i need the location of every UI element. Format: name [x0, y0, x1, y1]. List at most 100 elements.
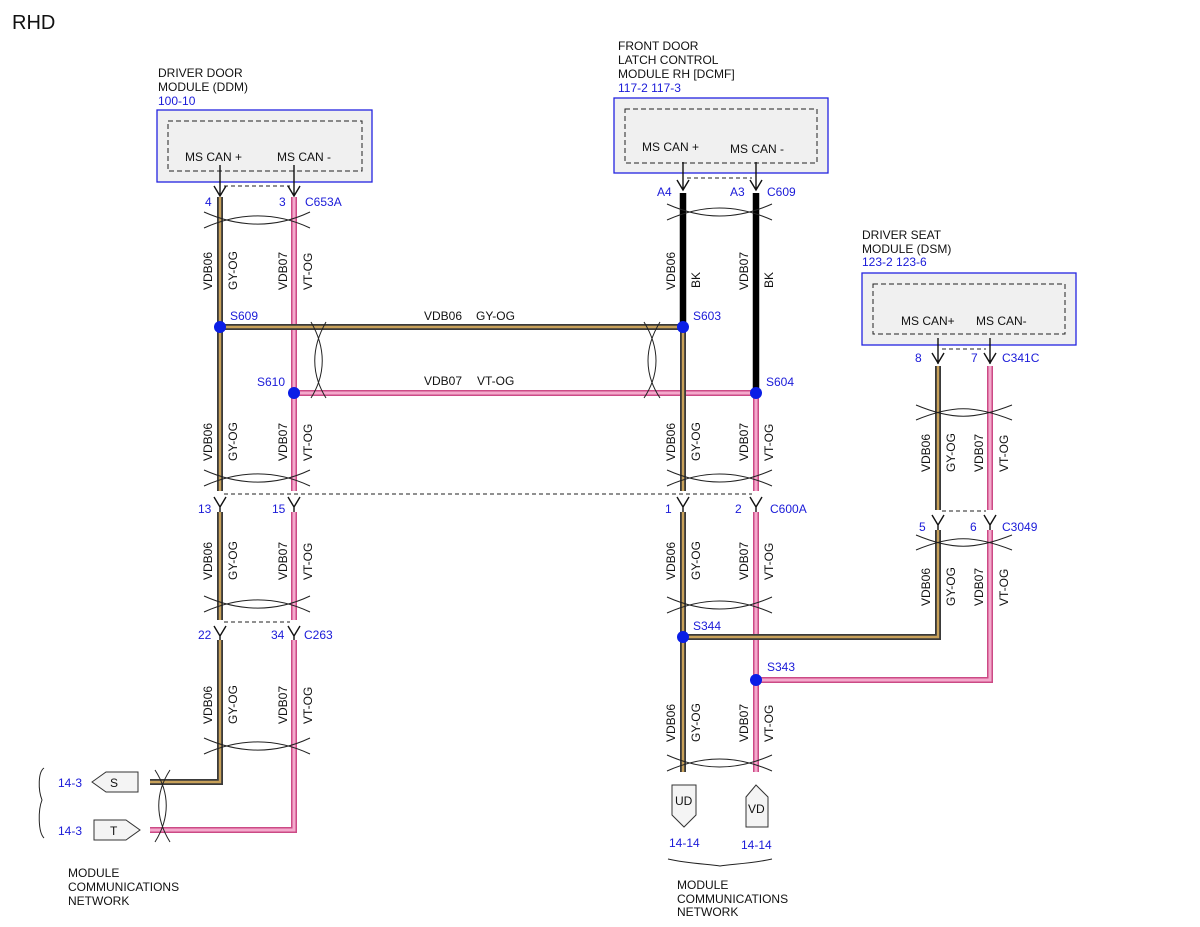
offpage-t-flag[interactable]	[93, 819, 141, 841]
vlabel-center-minus-color-4: VT-OG	[762, 705, 776, 742]
vlabel-left-plus-color-1: GY-OG	[226, 251, 240, 290]
vlabel-right-minus-color-2: VT-OG	[997, 569, 1011, 606]
dsm-inner-dash	[872, 283, 1066, 335]
dcmf-refs: 117-2 117-3	[618, 81, 681, 95]
pin-3: 3	[279, 195, 286, 209]
splice-label-s603: S603	[693, 309, 721, 323]
vlabel-center-plus-color-4: GY-OG	[689, 703, 703, 742]
vlabel-right-minus-circuit-2: VDB07	[972, 568, 986, 606]
splice-s344	[677, 631, 689, 643]
dcmf-name-line-2: LATCH CONTROL	[618, 53, 719, 67]
vlabel-left-minus-circuit-2: VDB07	[276, 423, 290, 461]
offpage-s-flag[interactable]	[91, 771, 139, 793]
splice-label-s610: S610	[257, 375, 285, 389]
right-caption-line-3: NETWORK	[677, 905, 738, 919]
splice-label-s609: S609	[230, 309, 258, 323]
dsm-box	[861, 272, 1077, 346]
left-caption-line-1: MODULE	[68, 866, 119, 880]
vlabel-left-minus-color-4: VT-OG	[301, 687, 315, 724]
connector-arrows	[213, 162, 997, 640]
offpage-vd-flag[interactable]	[745, 784, 769, 828]
ddm-pin-plus-label: MS CAN +	[185, 150, 242, 164]
vlabel-left-plus-circuit-4: VDB06	[201, 686, 215, 724]
dsm-pin-minus-label: MS CAN-	[976, 314, 1027, 328]
offpage-ud-flag[interactable]	[671, 784, 697, 828]
connector-c609: C609	[767, 185, 796, 199]
vlabel-center-minus-circuit-3: VDB07	[737, 542, 751, 580]
vlabel-left-minus-circuit-4: VDB07	[276, 686, 290, 724]
splice-s603	[677, 321, 689, 333]
pin-13: 13	[198, 502, 212, 516]
pin-34: 34	[271, 628, 285, 642]
splice-label-s343: S343	[767, 660, 795, 674]
vlabel-center-minus-circuit-1: VDB07	[737, 252, 751, 290]
vlabel-center-plus-color-3: GY-OG	[689, 541, 703, 580]
twist-symbols	[154, 203, 1013, 843]
pin-4: 4	[205, 195, 212, 209]
ddm-name-line-2: MODULE (DDM)	[158, 80, 248, 94]
connector-c600a: C600A	[770, 502, 807, 516]
dcmf-inner-dash	[624, 108, 818, 164]
ddm-refs: 100-10	[158, 94, 196, 108]
vlabel-center-minus-color-3: VT-OG	[762, 543, 776, 580]
vlabel-left-plus-circuit-1: VDB06	[201, 252, 215, 290]
offpage-ud-letter: UD	[675, 794, 693, 808]
left-brace	[38, 767, 45, 839]
vlabel-left-minus-color-2: VT-OG	[301, 424, 315, 461]
offpage-t-letter: T	[110, 824, 118, 838]
pin-a3: A3	[730, 185, 745, 199]
dcmf-pin-minus-label: MS CAN -	[730, 142, 784, 156]
vlabel-center-plus-circuit-3: VDB06	[664, 542, 678, 580]
left-caption-line-3: NETWORK	[68, 894, 129, 908]
vlabel-center-plus-circuit-1: VDB06	[664, 252, 678, 290]
mid-horizontal-circuit: VDB07	[424, 374, 462, 388]
vlabel-right-minus-circuit-1: VDB07	[972, 434, 986, 472]
ddm-box	[156, 109, 373, 183]
dsm-pin-plus-label: MS CAN+	[901, 314, 955, 328]
vlabel-center-plus-color-2: GY-OG	[689, 422, 703, 461]
dcmf-name-line-3: MODULE RH [DCMF]	[618, 67, 735, 81]
pin-7: 7	[971, 351, 978, 365]
connector-c263: C263	[304, 628, 333, 642]
vlabel-right-minus-color-1: VT-OG	[997, 435, 1011, 472]
vlabel-left-plus-circuit-2: VDB06	[201, 423, 215, 461]
ddm-name-line-1: DRIVER DOOR	[158, 66, 243, 80]
splice-label-s344: S344	[693, 619, 721, 633]
vlabel-center-minus-color-2: VT-OG	[762, 424, 776, 461]
right-caption-line-2: COMMUNICATIONS	[677, 892, 788, 906]
splice-s343	[750, 674, 762, 686]
offpage-center: UD VD 14-14 14-14 MODULE COMMUNICATIONS …	[667, 784, 788, 919]
pin-a4: A4	[657, 185, 672, 199]
offpage-ud-ref: 14-14	[669, 836, 700, 850]
dsm-name-line-1: DRIVER SEAT	[862, 228, 942, 242]
top-horizontal-circuit: VDB06	[424, 309, 462, 323]
vlabel-right-plus-circuit-1: VDB06	[919, 434, 933, 472]
pin-1: 1	[665, 502, 672, 516]
vlabel-left-minus-color-3: VT-OG	[301, 543, 315, 580]
vlabel-left-minus-circuit-3: VDB07	[276, 542, 290, 580]
dsm-name-line-2: MODULE (DSM)	[862, 242, 951, 256]
pin-2: 2	[735, 502, 742, 516]
pin-5: 5	[919, 520, 926, 534]
module-dcmf: FRONT DOOR LATCH CONTROL MODULE RH [DCMF…	[613, 39, 829, 174]
offpage-left: 14-3 S 14-3 T MODULE COMMUNICATIONS NETW…	[38, 767, 179, 908]
splice-s604	[750, 387, 762, 399]
vlabel-center-plus-circuit-4: VDB06	[664, 704, 678, 742]
left-caption-line-2: COMMUNICATIONS	[68, 880, 179, 894]
vlabel-left-plus-color-4: GY-OG	[226, 685, 240, 724]
ddm-pin-minus-label: MS CAN -	[277, 150, 331, 164]
vlabel-right-plus-color-2: GY-OG	[944, 567, 958, 606]
mid-horizontal-color: VT-OG	[477, 374, 514, 388]
vlabel-right-plus-circuit-2: VDB06	[919, 568, 933, 606]
ddm-inner-dash	[167, 120, 363, 172]
vlabel-left-minus-circuit-1: VDB07	[276, 252, 290, 290]
module-ddm: DRIVER DOOR MODULE (DDM) 100-10 MS CAN +…	[156, 66, 373, 183]
top-horizontal-color: GY-OG	[476, 309, 515, 323]
pin-22: 22	[198, 628, 212, 642]
splice-s610	[288, 387, 300, 399]
vlabel-left-plus-circuit-3: VDB06	[201, 542, 215, 580]
vertical-wire-labels: VDB06 GY-OG VDB07 VT-OG VDB06 GY-OG VDB0…	[201, 251, 1011, 742]
vlabel-center-minus-color-1: BK	[762, 272, 776, 288]
offpage-vd-letter: VD	[748, 802, 765, 816]
vlabel-left-minus-color-1: VT-OG	[301, 253, 315, 290]
